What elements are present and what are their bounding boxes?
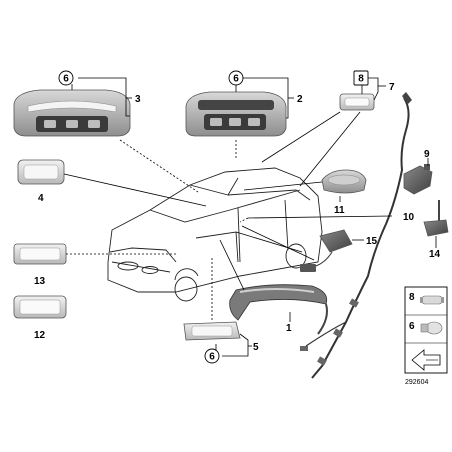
direction-arrow-icon [411,349,441,371]
part-9-sensor [403,164,433,195]
callout-6-circle [204,348,220,364]
callout-8: 8 [358,74,364,85]
car-outline [107,167,323,302]
part-7-small-lamp [339,93,375,111]
callout-14: 14 [429,249,441,260]
callout-11: 11 [334,205,345,216]
callout-6-circle [58,70,74,86]
part-4-lamp [17,159,65,185]
part-15-module [300,229,353,272]
callout-3: 3 [135,94,141,105]
festoon-bulb-icon [420,295,444,305]
part-14-antenna [423,200,449,237]
callout-4: 4 [38,193,44,204]
callout-2: 2 [297,94,303,105]
callout-15: 15 [366,236,378,247]
bulb-legend: 8 6 [404,286,448,374]
callout-5: 5 [253,342,259,353]
callout-7: 7 [389,82,395,93]
part-11-dome-lamp [321,169,367,194]
part-2-interior-light [185,91,287,137]
wedge-bulb-icon [420,321,443,335]
part-1-mirror-indicator [229,284,328,335]
callout-6: 6 [209,352,215,363]
callout-6: 6 [63,74,69,85]
legend-label-8: 8 [409,292,415,303]
leader-lines [63,77,437,357]
callout-8-box [353,70,369,86]
callout-10: 10 [403,212,415,223]
part-5-lamp [183,321,241,341]
part-3-interior-light [13,89,131,137]
part-12-lamp [13,295,67,319]
part-10-wiring-harness [300,92,412,379]
callout-1: 1 [286,323,292,334]
diagram-number: 292604 [405,379,428,386]
callout-labels: 6 3 6 2 8 7 4 11 9 10 15 14 13 12 1 6 5 [34,70,441,364]
callout-9: 9 [424,149,430,160]
part-13-lamp [13,243,67,265]
callout-6: 6 [233,74,239,85]
callout-13: 13 [34,276,46,287]
legend-label-6: 6 [409,321,415,332]
callout-12: 12 [34,330,46,341]
callout-6-circle [228,70,244,86]
